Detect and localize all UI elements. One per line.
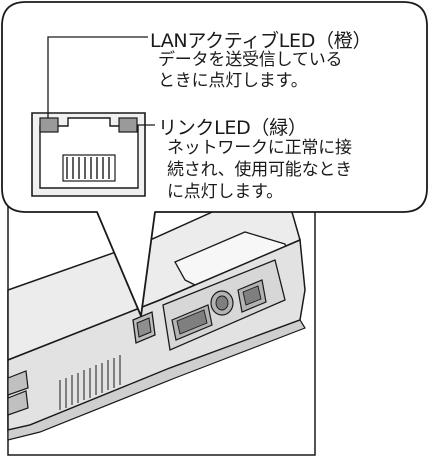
- callout-outline: [1, 1, 428, 317]
- lan-jack-closeup: [31, 112, 146, 197]
- parallel-port: [237, 279, 267, 313]
- ps2-port: [210, 290, 234, 316]
- laptop-base-edge: [7, 319, 306, 441]
- link-led-title: リンクLED（緑）: [158, 117, 307, 139]
- lan-jack-contacts: [62, 154, 116, 182]
- lan-active-led-description-line-1: データを送受信している: [158, 50, 343, 70]
- link-led-description-line-2: 続され、使用可能なとき: [167, 160, 352, 180]
- link-led-description-line-1: ネットワークに正常に接: [167, 138, 352, 158]
- leader-line-lan-active-led: [47, 36, 148, 118]
- usb-ports: [7, 370, 29, 416]
- vent-slots: [59, 355, 121, 410]
- lan-active-led-title: LANアクティブLED（橙）: [150, 30, 372, 52]
- vga-port: [171, 304, 213, 341]
- link-led-indicator: [118, 117, 138, 133]
- callout-bubble: [1, 1, 428, 317]
- link-led-description-line-3: に点灯します。: [167, 182, 283, 202]
- lan-active-led-indicator: [39, 117, 59, 133]
- laptop-illustration: [7, 194, 316, 456]
- lan-port-small: [132, 311, 156, 344]
- leader-lines: [47, 36, 155, 126]
- lan-active-led-description-line-2: ときに点灯します。: [158, 71, 308, 91]
